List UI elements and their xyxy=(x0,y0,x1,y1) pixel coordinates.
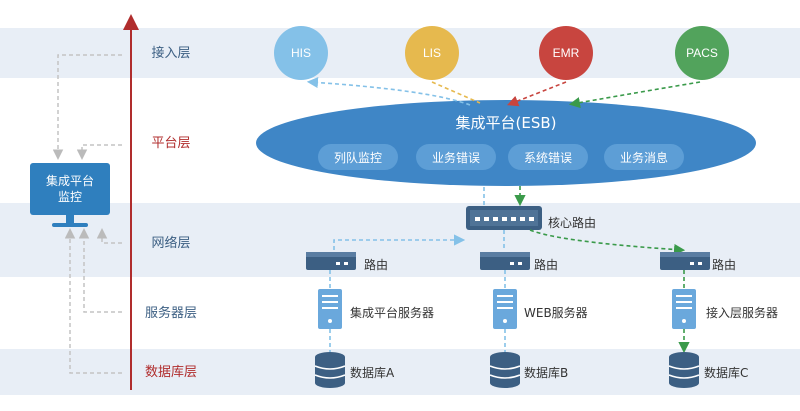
esb-title: 集成平台(ESB) xyxy=(455,114,557,132)
router-b-icon xyxy=(480,252,530,270)
server-integration-icon xyxy=(318,289,342,329)
database-b-icon xyxy=(489,352,521,388)
monitor-neck xyxy=(66,215,74,223)
his-node: HIS xyxy=(274,26,328,80)
router-a-label: 路由 xyxy=(364,258,389,272)
band-access xyxy=(0,28,800,78)
esb-platform xyxy=(256,100,756,186)
database-c-label: 数据库C xyxy=(704,366,749,380)
esb-to-his-arrow xyxy=(306,76,471,106)
core-router-label: 核心路由 xyxy=(548,216,597,230)
database-a-icon xyxy=(314,352,346,388)
lis-node: LIS xyxy=(405,26,459,80)
esb-function-queue-monitor: 列队监控 xyxy=(318,144,398,170)
band-database xyxy=(0,349,800,395)
server-access-icon xyxy=(672,289,696,329)
router-b-label: 路由 xyxy=(534,258,559,272)
router-c-icon xyxy=(660,252,710,270)
layer-label-access: 接入层 xyxy=(151,46,191,61)
monitor-base xyxy=(52,223,88,227)
database-b-label: 数据库B xyxy=(524,366,569,380)
router-a-icon xyxy=(306,252,356,270)
layer-label-platform: 平台层 xyxy=(151,136,191,151)
server-integration-label: 集成平台服务器 xyxy=(350,306,435,320)
pacs-node: PACS xyxy=(675,26,729,80)
layer-label-database: 数据库层 xyxy=(144,365,197,380)
monitor-screen: 集成平台 监控 xyxy=(30,163,110,215)
esb-function-system-error: 系统错误 xyxy=(508,144,588,170)
emr-node: EMR xyxy=(539,26,593,80)
esb-function-business-message: 业务消息 xyxy=(604,144,684,170)
layer-label-network: 网络层 xyxy=(151,236,191,251)
core-to-router-c-arrow xyxy=(529,229,686,256)
database-c-icon xyxy=(668,352,700,388)
monitor-line2: 监控 xyxy=(57,190,82,204)
database-a-label: 数据库A xyxy=(350,366,395,380)
layer-label-server: 服务器层 xyxy=(144,306,197,321)
lis-to-esb-line xyxy=(431,81,481,104)
pacs-to-esb-arrow xyxy=(568,81,701,109)
router-c-label: 路由 xyxy=(712,258,737,272)
monitor-links xyxy=(52,54,122,374)
emr-to-esb-arrow xyxy=(507,81,567,107)
server-web-icon xyxy=(493,289,517,329)
server-access-label: 接入层服务器 xyxy=(706,306,779,320)
monitor-line1: 集成平台 xyxy=(45,174,94,188)
router-a-to-core-arrow xyxy=(333,234,466,250)
core-router-icon xyxy=(466,206,542,230)
esb-function-business-error: 业务错误 xyxy=(416,144,496,170)
server-web-label: WEB服务器 xyxy=(524,306,588,320)
